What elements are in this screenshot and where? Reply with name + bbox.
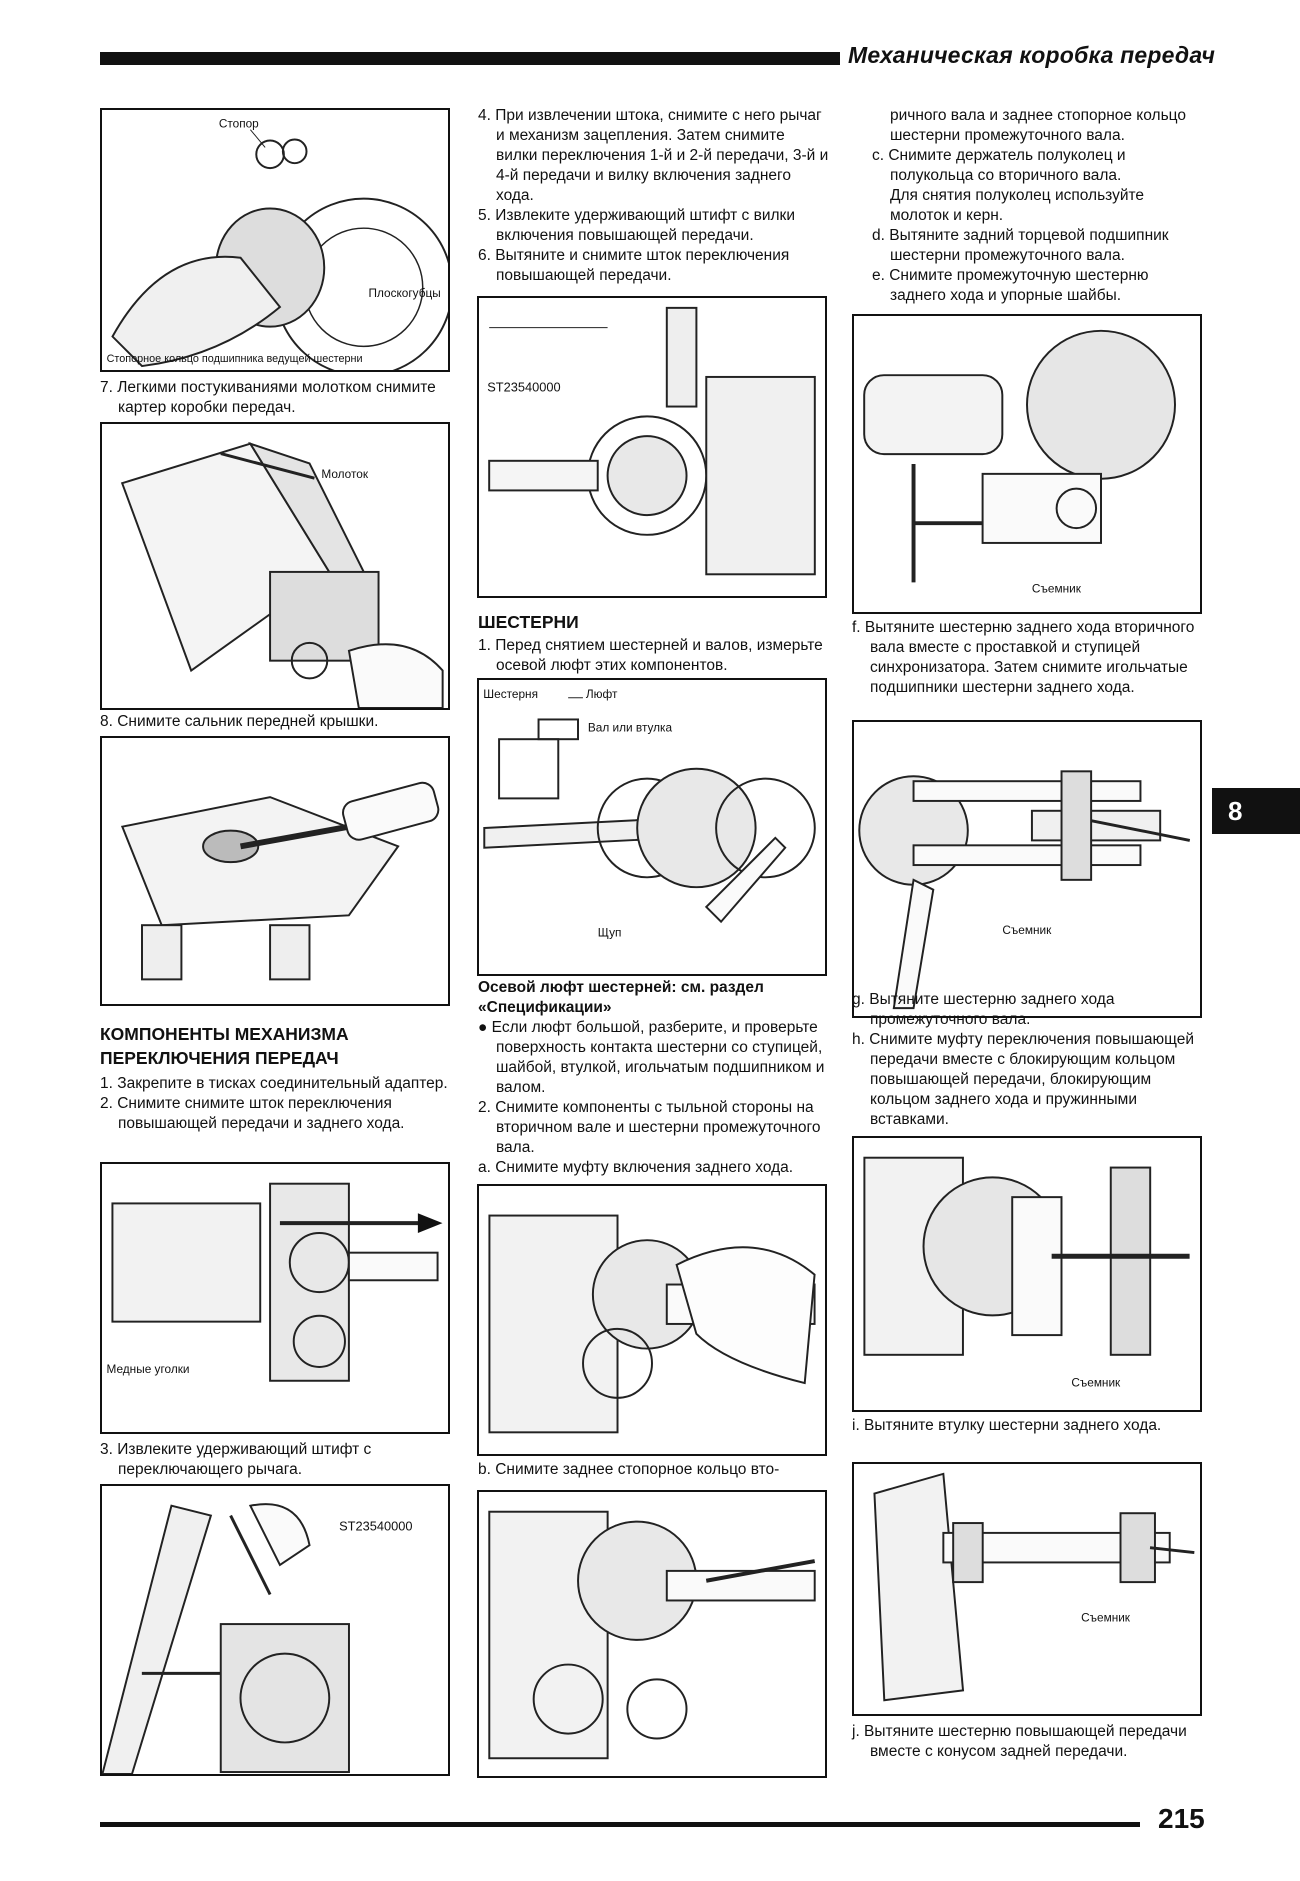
- step-g2: 2. Снимите компоненты с тыльной стороны …: [478, 1099, 821, 1156]
- spec-axial-play: Осевой люфт шестерней: см. раздел «Специ…: [478, 979, 764, 1016]
- step-c6: 6. Вытяните и снимите шток переключения …: [478, 247, 790, 284]
- step-j: j. Вытяните шестерню повышающей передачи…: [852, 1723, 1187, 1760]
- label-feeler-gauge: Щуп: [598, 926, 622, 940]
- label-puller-3: Съемник: [1071, 1375, 1121, 1389]
- label-copper-angles: Медные уголки: [107, 1362, 190, 1376]
- label-shaft-or-bushing: Вал или втулка: [588, 720, 673, 734]
- label-tool-number-2: ST23540000: [487, 380, 560, 395]
- step-ga: a. Снимите муфту включения заднего хода.: [478, 1159, 794, 1176]
- step-c3: 3. Извлеките удерживающий штифт с перекл…: [100, 1441, 372, 1478]
- step-gb-cont: ричного вала и заднее стопорное кольцо ш…: [890, 107, 1186, 144]
- label-puller-1: Съемник: [1032, 581, 1082, 595]
- figure-axial-play: Шестерня Люфт Вал или втулка Щуп: [477, 678, 827, 976]
- label-play: Люфт: [586, 687, 618, 701]
- section-title-shift-components: КОМПОНЕНТЫ МЕХАНИЗМА ПЕРЕКЛЮЧЕНИЯ ПЕРЕДА…: [100, 1024, 349, 1068]
- chapter-tab: 8: [1212, 788, 1300, 834]
- page-number: 215: [1158, 1803, 1205, 1834]
- step-gb: b. Снимите заднее стопорное кольцо вто-: [478, 1461, 780, 1478]
- figure-shift-rod-removal: ST23540000: [477, 296, 827, 598]
- bullet-inspect: ● Если люфт большой, разберите, и провер…: [478, 1018, 830, 1098]
- figure-front-seal: [100, 736, 450, 1006]
- figure-puller-overdrive-sleeve: Съемник: [852, 1136, 1202, 1412]
- figure-shift-rod: Медные уголки: [100, 1162, 450, 1434]
- label-pliers: Плоскогубцы: [369, 286, 441, 300]
- step-7: 7. Легкими постукиваниями молотком сними…: [100, 379, 436, 416]
- step-c1: 1. Закрепите в тисках соединительный ада…: [100, 1075, 448, 1092]
- step-c4: 4. При извлечении штока, снимите с него …: [478, 107, 829, 204]
- label-gear: Шестерня: [483, 687, 538, 701]
- bullet-text: Если люфт большой, разберите, и проверьт…: [491, 1019, 825, 1096]
- label-hammer: Молоток: [321, 467, 369, 481]
- step-i: i. Вытяните втулку шестерни заднего хода…: [852, 1417, 1162, 1434]
- bullet-icon: ●: [478, 1019, 492, 1036]
- figure-snap-ring-pliers: [477, 1490, 827, 1778]
- header-rule: [100, 52, 840, 65]
- figure-bearing-snap-ring: Стопор Плоскогубцы Стопорное кольцо подш…: [100, 108, 450, 372]
- figure-retaining-pin-lever: ST23540000: [100, 1484, 450, 1776]
- footer-rule: [100, 1822, 1140, 1827]
- section-title-gears: ШЕСТЕРНИ: [478, 612, 579, 632]
- label-stopor: Стопор: [219, 117, 259, 131]
- figure-reverse-sleeve: [477, 1184, 827, 1456]
- figure-puller-bearing: Съемник: [852, 314, 1202, 614]
- figure-hammer-case: Молоток: [100, 422, 450, 710]
- step-g: g. Вытяните шестерню заднего хода промеж…: [852, 991, 1115, 1028]
- step-h: h. Снимите муфту переключения повышающей…: [852, 1031, 1195, 1128]
- step-c5: 5. Извлеките удерживающий штифт с вилки …: [478, 207, 795, 244]
- label-puller-4: Съемник: [1081, 1610, 1131, 1624]
- step-c: c. Снимите держатель полуколец и полукол…: [872, 147, 1126, 184]
- page-header-title: Механическая коробка передач: [848, 42, 1216, 68]
- step-c-note: Для снятия полуколец используйте молоток…: [890, 187, 1145, 224]
- step-f: f. Вытяните шестерню заднего хода вторич…: [852, 619, 1195, 696]
- label-snap-ring: Стопорное кольцо подшипника ведущей шест…: [107, 353, 363, 365]
- step-e: e. Снимите промежуточную шестерню заднег…: [872, 267, 1149, 304]
- label-tool-number: ST23540000: [339, 1518, 412, 1533]
- step-g1: 1. Перед снятием шестерней и валов, изме…: [478, 637, 823, 674]
- figure-puller-reverse-gear: Съемник: [852, 720, 1202, 1018]
- step-c2: 2. Снимите снимите шток переключения пов…: [100, 1095, 405, 1132]
- label-puller-2: Съемник: [1002, 923, 1052, 937]
- step-8: 8. Снимите сальник передней крышки.: [100, 713, 379, 730]
- figure-puller-bushing: Съемник: [852, 1462, 1202, 1716]
- step-d: d. Вытяните задний торцевой подшипник ше…: [872, 227, 1169, 264]
